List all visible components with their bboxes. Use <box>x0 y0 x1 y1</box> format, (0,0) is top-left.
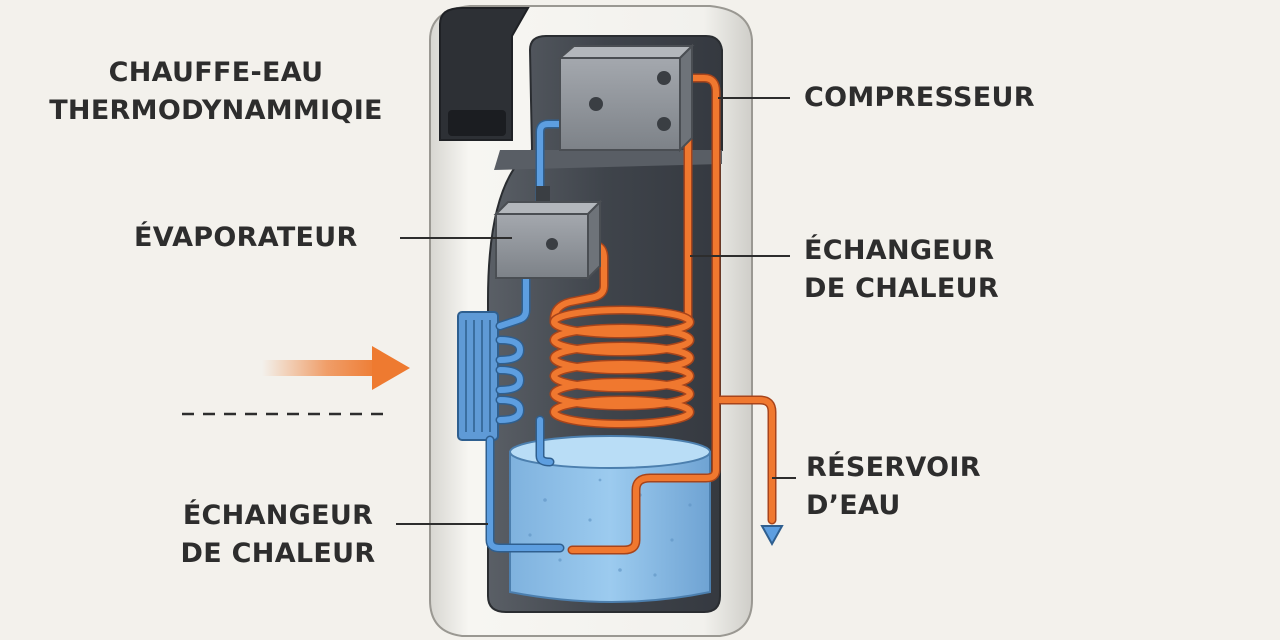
compressor-unit <box>557 43 695 153</box>
label-heat-exchanger-right: ÉCHANGEUR DE CHALEUR <box>804 232 999 308</box>
evaporator-unit <box>493 186 603 281</box>
label-heat-exchanger-left: ÉCHANGEUR DE CHALEUR <box>168 497 388 573</box>
evaporator-fins <box>457 311 499 441</box>
label-water-tank-line-2: D’EAU <box>806 490 901 521</box>
heat-exchanger-coil <box>549 305 695 429</box>
title-line-1: CHAUFFE-EAU <box>108 57 324 88</box>
diagram-title: CHAUFFE-EAU THERMODYNAMMIQIE <box>26 54 406 130</box>
label-compressor-text: COMPRESSEUR <box>804 82 1035 113</box>
water-tank <box>509 435 711 603</box>
airflow-arrow-icon <box>262 346 410 390</box>
label-water-tank: RÉSERVOIR D’EAU <box>806 449 981 525</box>
label-heat-exchanger-left-line-1: ÉCHANGEUR <box>182 500 374 531</box>
leader-lines <box>396 97 796 525</box>
label-heat-exchanger-left-line-2: DE CHALEUR <box>180 538 376 569</box>
label-evaporator-text: ÉVAPORATEUR <box>134 222 358 253</box>
control-panel <box>439 7 530 141</box>
label-evaporator: ÉVAPORATEUR <box>134 219 358 257</box>
label-heat-exchanger-right-line-1: ÉCHANGEUR <box>804 235 995 266</box>
title-line-2: THERMODYNAMMIQIE <box>49 95 383 126</box>
water-outlet-arrow-icon <box>760 525 784 547</box>
label-water-tank-line-1: RÉSERVOIR <box>806 452 981 483</box>
label-compressor: COMPRESSEUR <box>804 79 1035 117</box>
label-heat-exchanger-right-line-2: DE CHALEUR <box>804 273 999 304</box>
